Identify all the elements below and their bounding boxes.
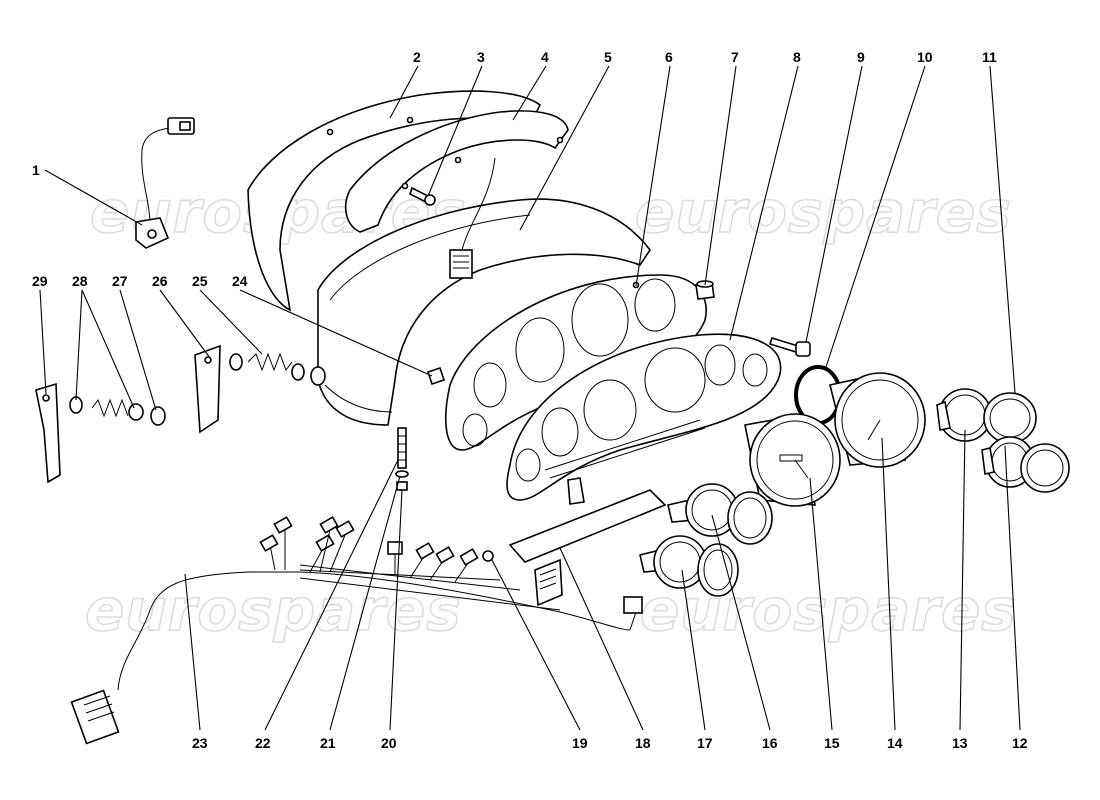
watermark-bottom-right: eurospares — [640, 576, 1017, 644]
part-tachometer — [829, 372, 926, 468]
callout-26: 26 — [152, 273, 168, 289]
callout-11: 11 — [982, 49, 997, 65]
callout-25: 25 — [192, 273, 208, 289]
callout-28: 28 — [72, 273, 88, 289]
callout-29: 29 — [32, 273, 48, 289]
part-gauge-bezel-front — [506, 333, 782, 501]
callout-1: 1 — [32, 162, 40, 178]
callout-21: 21 — [320, 735, 336, 751]
callout-3: 3 — [477, 49, 485, 65]
part-plate-29 — [35, 382, 61, 484]
part-speedometer — [744, 413, 841, 507]
part-bezel-ring-11 — [983, 392, 1037, 444]
callout-20: 20 — [381, 735, 397, 751]
callout-labels: 1 2 3 4 5 6 7 8 9 10 11 12 13 14 15 16 1… — [32, 49, 1028, 751]
callout-5: 5 — [604, 49, 612, 65]
callout-22: 22 — [255, 735, 271, 751]
part-washer-21 — [395, 470, 409, 478]
part-bolt-9 — [768, 337, 811, 357]
part-connector-bracket — [508, 477, 667, 607]
callout-13: 13 — [952, 735, 968, 751]
callout-16: 16 — [762, 735, 778, 751]
part-small-gauge-13 — [936, 388, 992, 442]
part-screw-small — [409, 186, 436, 206]
callout-8: 8 — [793, 49, 801, 65]
callout-4: 4 — [541, 49, 549, 65]
callout-14: 14 — [887, 735, 903, 751]
part-small-gauge-16 — [667, 483, 773, 545]
watermark-top-right: eurospares — [635, 178, 1012, 246]
part-grommet-19 — [482, 550, 494, 562]
callout-23: 23 — [192, 735, 208, 751]
callout-18: 18 — [635, 735, 651, 751]
part-instrument-housing — [317, 157, 651, 426]
part-small-gauge-17 — [639, 535, 739, 597]
watermark-bottom-left: eurospares — [85, 576, 462, 644]
callout-6: 6 — [665, 49, 673, 65]
part-washer-27 — [150, 406, 166, 426]
part-nut-24 — [426, 366, 446, 386]
callout-12: 12 — [1012, 735, 1028, 751]
part-spring-assembly-25 — [229, 352, 326, 386]
part-bracket-26 — [194, 344, 221, 434]
callout-7: 7 — [731, 49, 739, 65]
part-bezel-ring-12 — [1020, 443, 1070, 493]
part-dash-cover-inner — [344, 110, 569, 233]
callout-9: 9 — [857, 49, 865, 65]
leader-lines — [39, 65, 1021, 731]
callout-27: 27 — [112, 273, 128, 289]
callout-17: 17 — [697, 735, 713, 751]
part-spring-28 — [69, 396, 144, 421]
callout-15: 15 — [824, 735, 840, 751]
part-switch-with-cable — [135, 117, 195, 249]
part-stud-22 — [397, 427, 407, 469]
callout-2: 2 — [413, 49, 421, 65]
callout-24: 24 — [232, 273, 248, 289]
part-dash-cover-outer — [247, 90, 542, 312]
callout-19: 19 — [572, 735, 588, 751]
callout-10: 10 — [917, 49, 933, 65]
